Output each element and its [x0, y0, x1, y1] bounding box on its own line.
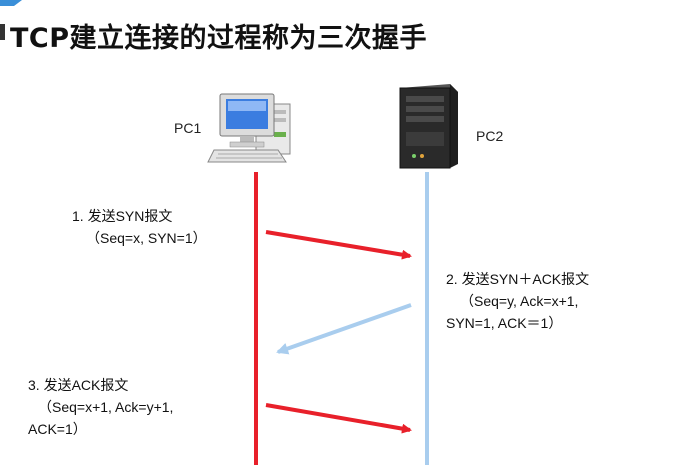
desktop-computer-icon [207, 93, 291, 163]
step1-params: （Seq=x, SYN=1） [86, 230, 207, 246]
step3-title: 3. 发送ACK报文 [28, 377, 129, 393]
step1-text: 1. 发送SYN报文 （Seq=x, SYN=1） [72, 205, 207, 249]
step3-params-cont: ACK=1） [28, 421, 87, 437]
step2-params: （Seq=y, Ack=x+1, [460, 293, 579, 309]
header-accent-bar [0, 0, 690, 12]
step2-title: 2. 发送SYN＋ACK报文 [446, 271, 590, 287]
step2-text: 2. 发送SYN＋ACK报文 （Seq=y, Ack=x+1, SYN=1, A… [446, 268, 589, 334]
step2-arrow [276, 303, 412, 355]
step3-params: （Seq=x+1, Ack=y+1, [38, 399, 174, 415]
slide-title: TCP建立连接的过程称为三次握手 [10, 23, 428, 54]
server-tower-icon [399, 84, 458, 169]
title-bullet [0, 24, 5, 40]
pc2-label: PC2 [476, 128, 504, 144]
step1-title: 1. 发送SYN报文 [72, 208, 173, 224]
step3-arrow [265, 403, 412, 434]
step3-text: 3. 发送ACK报文 （Seq=x+1, Ack=y+1, ACK=1） [28, 374, 173, 440]
step2-params-cont: SYN=1, ACK＝1） [446, 315, 563, 331]
pc1-label: PC1 [174, 120, 202, 136]
step1-arrow [265, 230, 412, 260]
